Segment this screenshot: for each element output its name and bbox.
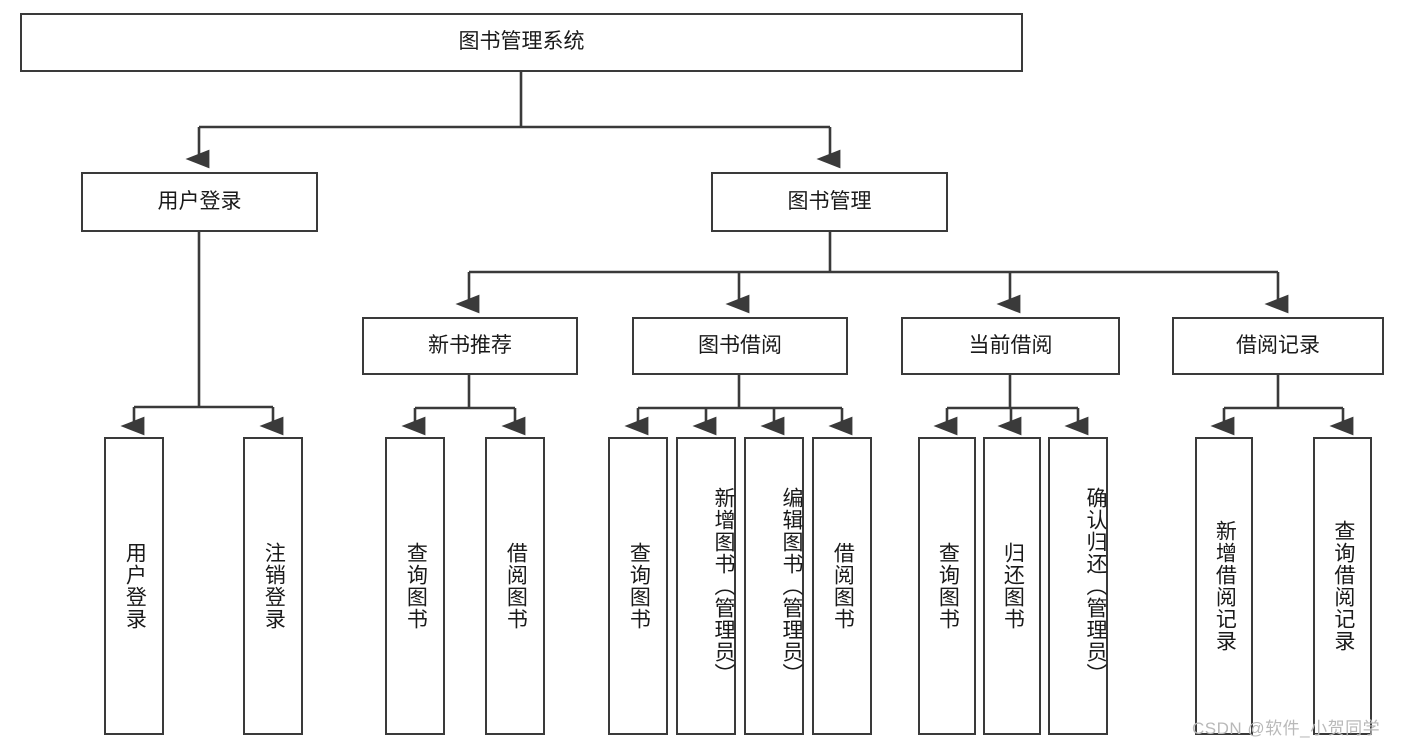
node-label: 借阅图书 (831, 542, 855, 630)
node-root-book-management-system[interactable]: 图书管理系统 (20, 13, 1023, 72)
node-label: 查询图书 (936, 542, 960, 630)
leaf-borrow-edit-book-admin[interactable]: 编辑图书（管理员） (744, 437, 804, 735)
node-label: 图书管理 (787, 189, 872, 213)
leaf-current-confirm-return-admin[interactable]: 确认归还（管理员） (1048, 437, 1108, 735)
node-label: 新书推荐 (428, 333, 512, 357)
node-label: 归还图书 (1001, 542, 1025, 630)
leaf-borrow-add-book-admin[interactable]: 新增图书（管理员） (676, 437, 736, 735)
node-new-book-recommendation[interactable]: 新书推荐 (362, 317, 578, 375)
node-book-management[interactable]: 图书管理 (711, 172, 948, 232)
node-label: 当前借阅 (968, 333, 1053, 357)
node-label: 查询图书 (627, 542, 651, 630)
node-label: 图书借阅 (698, 333, 782, 357)
node-label: 新增图书（管理员） (712, 487, 735, 685)
node-label: 借阅记录 (1236, 333, 1320, 357)
node-label: 确认归还（管理员） (1084, 487, 1107, 685)
leaf-current-return-book[interactable]: 归还图书 (983, 437, 1041, 735)
leaf-record-add-borrow-record[interactable]: 新增借阅记录 (1195, 437, 1253, 735)
watermark-csdn: CSDN @软件_小贺同学 (1192, 719, 1381, 738)
leaf-current-query-book[interactable]: 查询图书 (918, 437, 976, 735)
leaf-new-book-query-book[interactable]: 查询图书 (385, 437, 445, 735)
node-label: 图书管理系统 (458, 30, 585, 54)
node-borrow-record[interactable]: 借阅记录 (1172, 317, 1384, 375)
node-book-borrow[interactable]: 图书借阅 (632, 317, 848, 375)
leaf-record-query-borrow-record[interactable]: 查询借阅记录 (1313, 437, 1372, 735)
node-label: 查询图书 (404, 542, 428, 630)
node-label: 查询借阅记录 (1331, 520, 1355, 652)
node-label: 用户登录 (157, 189, 242, 213)
node-user-login[interactable]: 用户登录 (81, 172, 318, 232)
node-label: 新增借阅记录 (1213, 520, 1237, 652)
node-label: 用户登录 (123, 542, 147, 630)
leaf-user-login-logout[interactable]: 注销登录 (243, 437, 303, 735)
leaf-borrow-query-book[interactable]: 查询图书 (608, 437, 668, 735)
node-label: 编辑图书（管理员） (780, 487, 803, 685)
node-current-borrow[interactable]: 当前借阅 (901, 317, 1120, 375)
leaf-borrow-borrow-book[interactable]: 借阅图书 (812, 437, 872, 735)
node-label: 借阅图书 (504, 542, 528, 630)
leaf-user-login-login[interactable]: 用户登录 (104, 437, 164, 735)
node-label: 注销登录 (262, 542, 286, 630)
leaf-new-book-borrow-book[interactable]: 借阅图书 (485, 437, 545, 735)
